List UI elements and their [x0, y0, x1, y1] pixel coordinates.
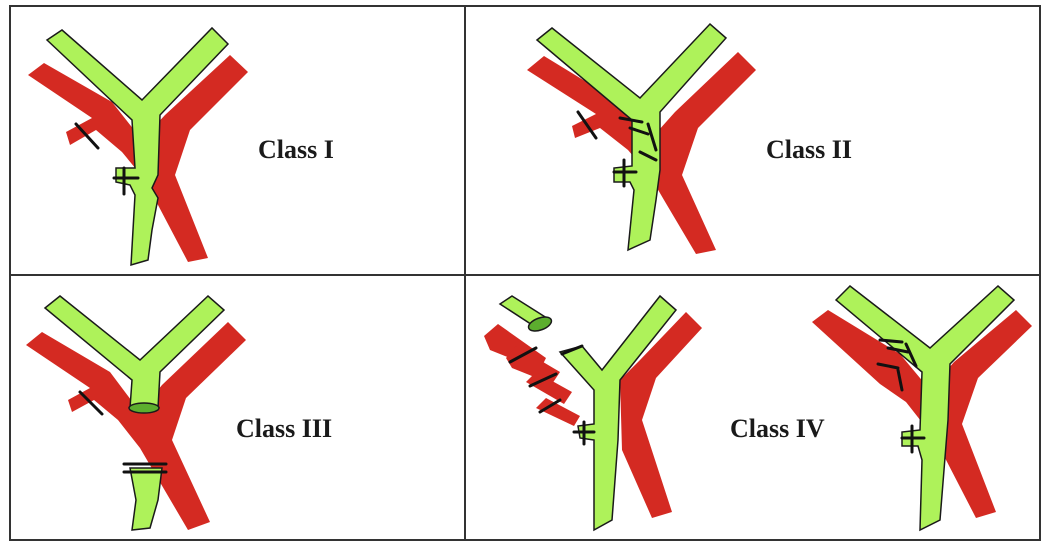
panel-class-4a-drawing: [484, 296, 702, 530]
ligature: [880, 340, 902, 342]
panel-class-3-drawing: [26, 296, 246, 530]
class-2-label: Class II: [766, 135, 852, 165]
panel-class-4b-drawing: [812, 286, 1032, 530]
green-graft-segment: [130, 468, 162, 530]
class-1-label: Class I: [258, 135, 334, 165]
panel-class-1-drawing: [28, 28, 248, 265]
class-3-label: Class III: [236, 414, 332, 444]
green-graft: [47, 28, 228, 265]
class-4-label: Class IV: [730, 414, 825, 444]
graft-stump: [129, 403, 159, 413]
panel-class-2-drawing: [527, 24, 756, 254]
